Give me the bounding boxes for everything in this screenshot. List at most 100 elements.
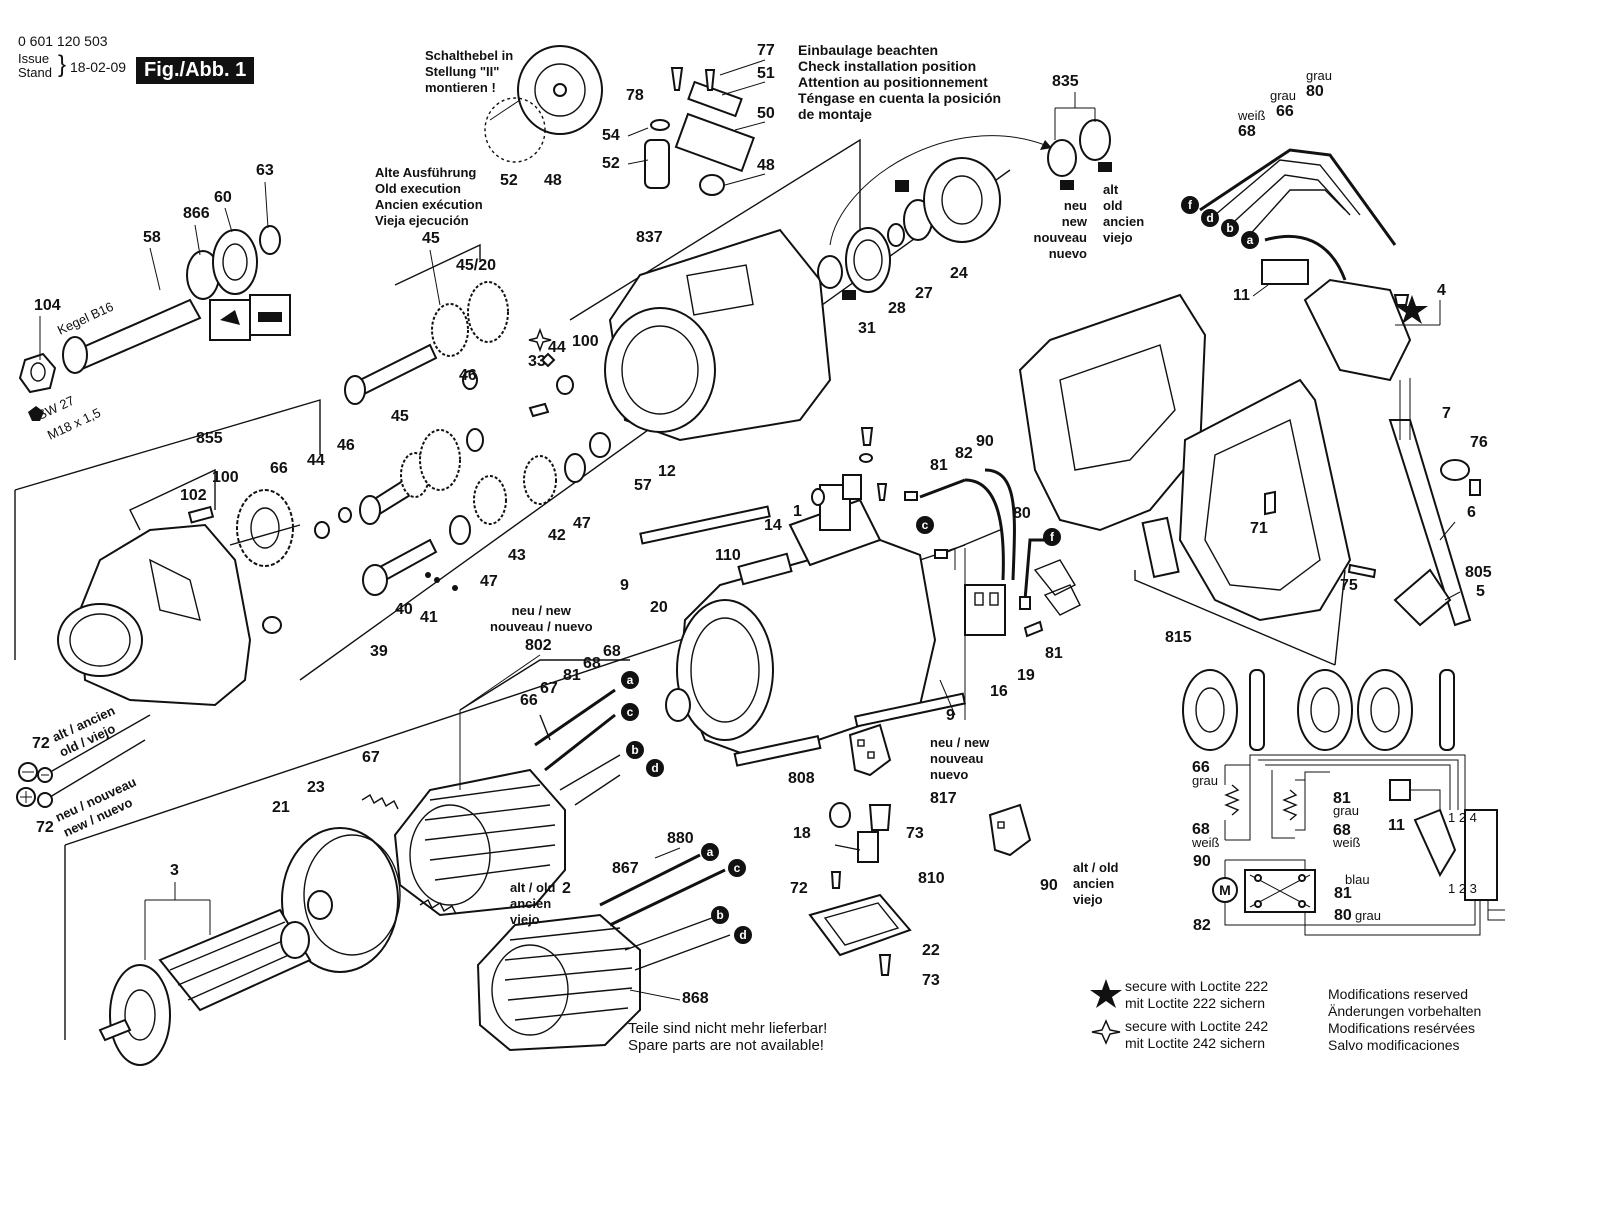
kegel-label: Kegel B16 (55, 299, 116, 338)
new835-line-1: neu (1063, 198, 1087, 213)
part-label-66: 66 (1276, 103, 1294, 120)
part-label-20: 20 (650, 599, 668, 616)
new817-line-3: nuevo (930, 767, 969, 782)
part-label-27: 24 (950, 265, 968, 282)
wire-end-a2: a (707, 845, 714, 859)
part-label-82: 90 (976, 433, 994, 450)
loctite-222-legend: secure with Loctite 222 mit Loctite 222 … (1125, 978, 1268, 1012)
switch-pins-bottom: 1 2 3 (1448, 881, 1477, 896)
spring-63b (419, 898, 457, 915)
wire-color-grau-top2: grau (1306, 68, 1332, 83)
part-label-79: 81 (1045, 645, 1063, 662)
part-label-24: 28 (888, 300, 906, 317)
shaft-39 (362, 538, 458, 596)
part-label-48: 48 (544, 172, 562, 189)
part-label-42: 42 (548, 527, 566, 544)
wire-color-grau-78: grau (1355, 908, 1381, 923)
figure-label: Fig./Abb. 1 (136, 57, 255, 84)
issue-label: Issue (18, 51, 50, 66)
part-label-66-sch: 66 (1192, 759, 1210, 776)
part-label-78b: 80 (1013, 505, 1031, 522)
loctite242-line-2: mit Loctite 242 sichern (1125, 1035, 1266, 1051)
part-label-71: 72 (32, 735, 50, 752)
terminal-90-old-note: alt / old ancien viejo (1073, 860, 1119, 908)
issue-brace: } (58, 51, 67, 78)
modifications-line-2: Änderungen vorbehalten (1328, 1003, 1482, 1019)
part-label-49: 50 (757, 105, 775, 122)
bearing-835-new-note: neu new nouveau nuevo (1025, 198, 1087, 262)
wire-end-b3: b (1226, 221, 1233, 235)
loctite242-line-1: secure with Loctite 242 (1125, 1018, 1269, 1034)
new817-line-2: nouveau (930, 751, 984, 766)
install-note-line-4: Téngase en cuenta la posición (798, 90, 1002, 106)
part-label-45-20: 45/20 (456, 257, 496, 274)
part-label-11-sch: 11 (1388, 817, 1405, 834)
new817-line-1: neu / new (930, 735, 990, 750)
part-label-45b: 45 (391, 408, 409, 425)
new835-line-4: nuevo (1048, 246, 1087, 261)
switch-lever-parts (644, 67, 755, 196)
switch-note-line-1: Schalthebel in (425, 48, 514, 63)
part-label-3: 3 (170, 862, 179, 879)
part-label-810: 810 (918, 870, 945, 887)
wire-color-blau: blau (1345, 872, 1370, 887)
part-number: 0 601 120 503 (18, 33, 108, 49)
old-exec-line-2: Old execution (375, 181, 461, 196)
terminal-817-new-note: neu / new nouveau nuevo (930, 735, 989, 783)
part-label-2: 2 (562, 880, 571, 897)
part-number-labels: 104 58 866 60 63 45 45/20 46 45 46 44 85… (32, 42, 1492, 1007)
part-label-44: 44 (307, 452, 325, 469)
part-label-82-sch: 90 (1193, 853, 1211, 870)
fan-23 (281, 827, 401, 973)
switch-pins-top: 1 2 4 (1448, 810, 1477, 825)
intermediate-housing-837 (604, 228, 832, 442)
field-coil-old-note: alt / old ancien viejo (510, 880, 556, 928)
part-label-68-sch: 68 (1192, 821, 1210, 838)
part-label-23: 23 (307, 779, 325, 796)
old835-line-1: alt (1103, 182, 1119, 197)
wire-color-grau-80: grau (1333, 803, 1359, 818)
part-label-33: 33 (528, 353, 546, 370)
part-label-46b: 46 (337, 437, 355, 454)
part-label-6: 6 (1467, 504, 1476, 521)
brush-holder-parts (811, 427, 888, 506)
wire-end-c: c (627, 705, 634, 719)
part-label-805: 805 (1465, 564, 1492, 581)
part-label-802: 802 (525, 637, 552, 654)
wire-end-a: a (627, 673, 634, 687)
old2-line-3: viejo (510, 912, 540, 927)
part-label-77: 78 (626, 87, 644, 104)
part-label-51b: 52 (602, 155, 620, 172)
bearing-detail-row (1182, 669, 1455, 751)
modifications-line-3: Modifications resérvées (1328, 1020, 1476, 1036)
installation-position-note: Einbaulage beachten Check installation p… (798, 42, 1001, 122)
bearings-835 (829, 119, 1112, 246)
switch-and-cable (1199, 148, 1481, 627)
wire-end-letters: a c b d a c b d f c f d b a (627, 198, 1254, 942)
part-label-835: 835 (1052, 73, 1079, 90)
gear-60 (229, 489, 301, 567)
part-label-11: 11 (1233, 287, 1250, 304)
part-label-808: 808 (788, 770, 815, 787)
old-execution-note: Alte Ausführung Old execution Ancien exé… (375, 165, 483, 229)
part-label-102: 102 (180, 487, 207, 504)
part-label-74: 75 (1340, 577, 1358, 594)
wire-end-f: f (1050, 530, 1055, 544)
part-label-22: 22 (922, 942, 940, 959)
part-label-43: 43 (508, 547, 526, 564)
part-label-5: 5 (1476, 583, 1485, 600)
part-label-52: 54 (602, 127, 620, 144)
part-label-41: 41 (420, 609, 438, 626)
part-label-47: 47 (480, 573, 498, 590)
part-label-73b: 73 (922, 972, 940, 989)
old835-line-2: old (1103, 198, 1123, 213)
wire-color-weiss-68b: weiß (1332, 835, 1361, 850)
part-label-57: 60 (214, 189, 232, 206)
part-label-78-sch: 80 (1334, 907, 1352, 924)
part-label-21: 21 (272, 799, 290, 816)
screws-71 (16, 714, 151, 808)
part-label-40: 40 (395, 601, 413, 618)
modifications-reserved: Modifications reserved Änderungen vorbeh… (1328, 986, 1481, 1054)
part-label-68b: 68 (583, 655, 601, 672)
old835-line-4: viejo (1103, 230, 1133, 245)
